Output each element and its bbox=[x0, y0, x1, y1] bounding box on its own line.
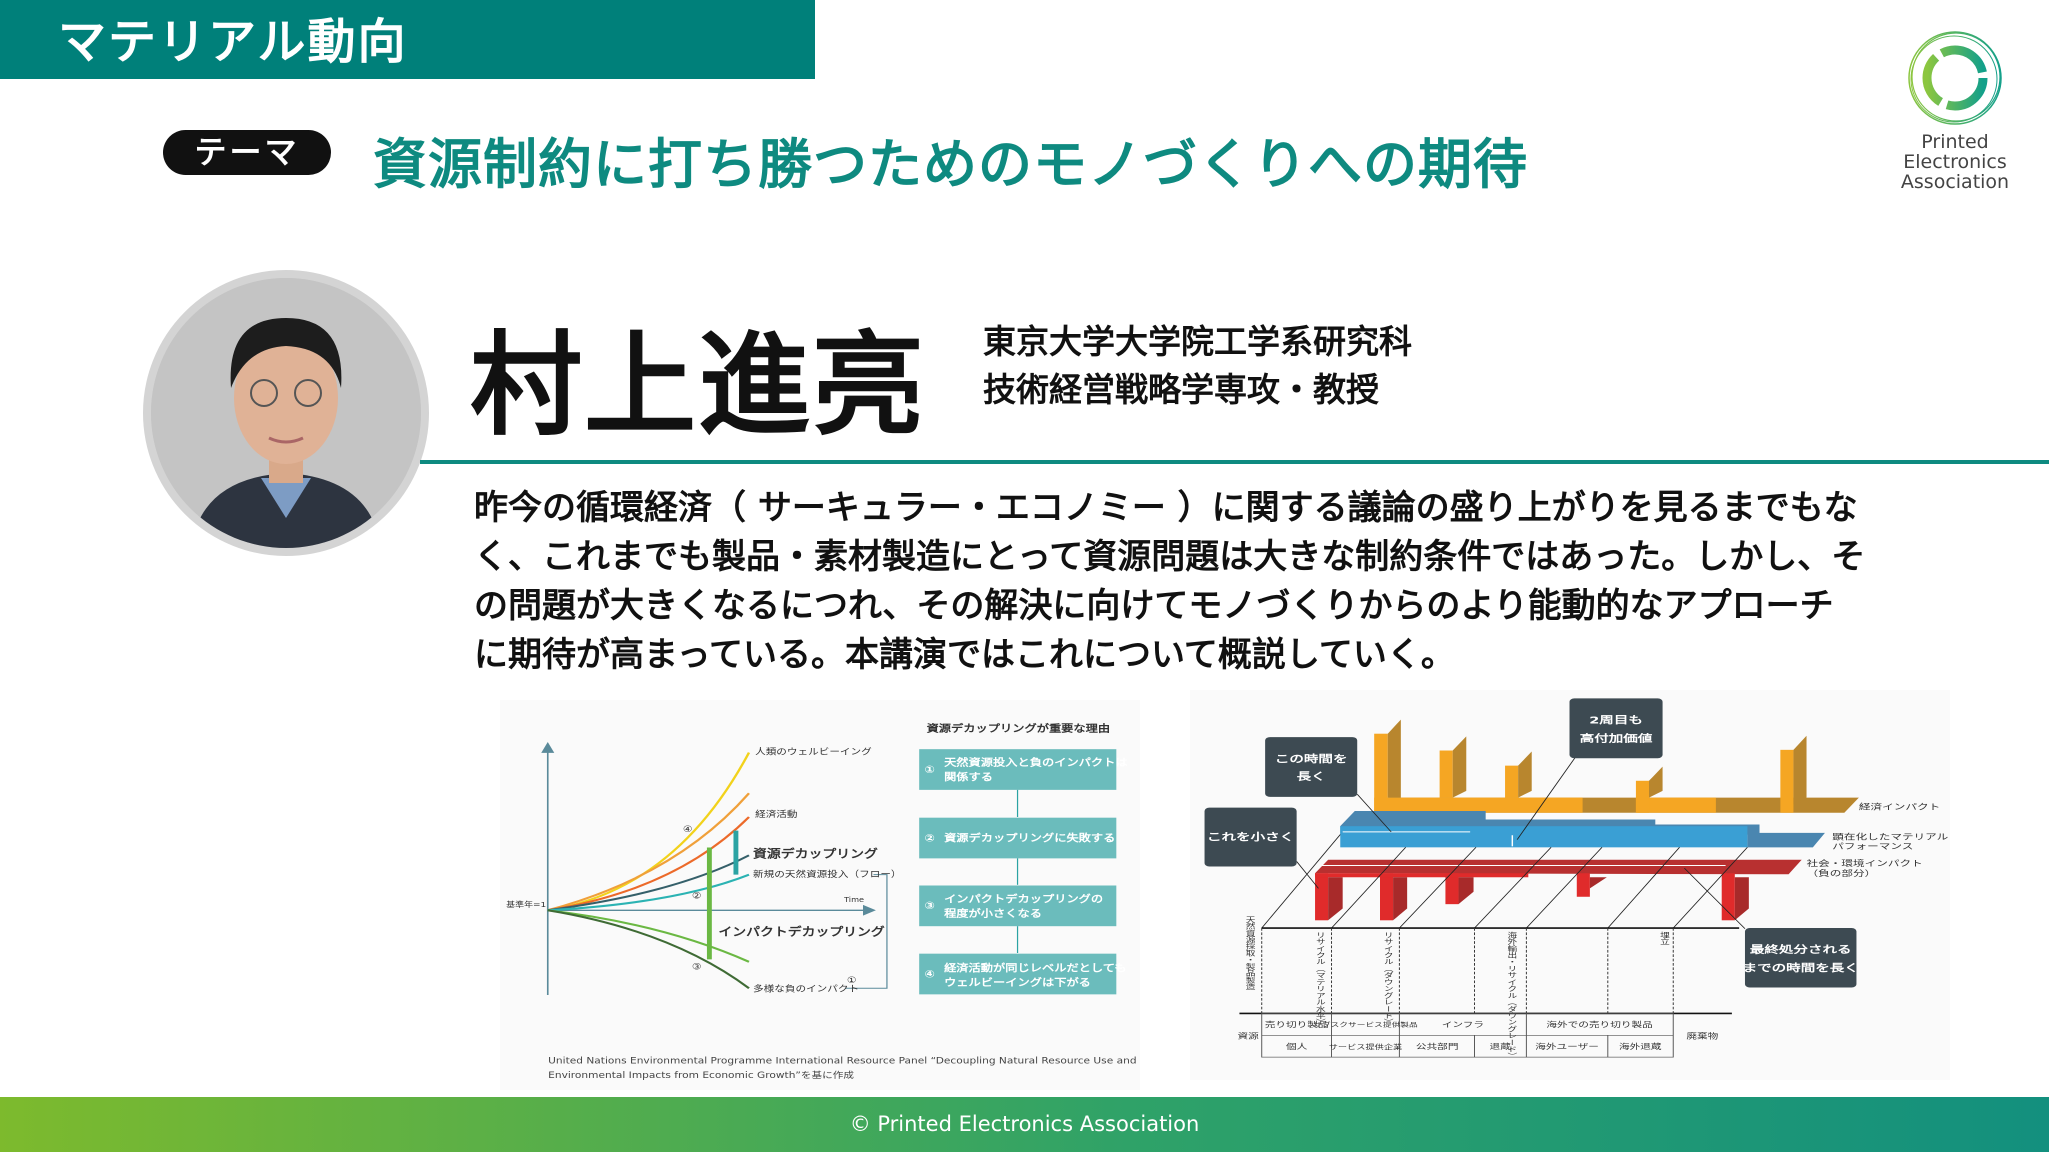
marker: ③ bbox=[692, 962, 702, 972]
callout-shorten bbox=[1265, 737, 1358, 797]
stage-label: 埋立 bbox=[1659, 931, 1671, 945]
source-caption: United Nations Environmental Programme I… bbox=[548, 1056, 1136, 1066]
abstract-line: く、これまでも製品・素材製造にとって資源問題は大きな制約条件ではあった。しかし、… bbox=[474, 537, 1866, 577]
table-cell: 個人 bbox=[1286, 1042, 1307, 1052]
reason-text: ウェルビーイングは下がる bbox=[944, 976, 1091, 989]
reason-text: 資源デカップリングに失敗する bbox=[944, 831, 1115, 844]
portrait-image bbox=[151, 278, 421, 548]
stage-label: 海外輸出・リサイクル（ダウングレード） bbox=[1507, 931, 1519, 1059]
reason-text: 程度が小さくなる bbox=[944, 907, 1042, 920]
resource-curve bbox=[547, 854, 750, 912]
footer: © Printed Electronics Association bbox=[0, 1097, 2049, 1152]
table-cell: 退蔵 bbox=[1490, 1042, 1511, 1052]
section-title: マテリアル動向 bbox=[58, 14, 408, 70]
label-baseline: 基準年=1 bbox=[506, 900, 546, 909]
table-cell: 公共部門 bbox=[1416, 1042, 1459, 1052]
stage-label: リサイクル（マテリアル水平） bbox=[1315, 931, 1327, 1025]
theme-title: 資源制約に打ち勝つためのモノづくりへの期待 bbox=[373, 133, 1528, 196]
logo-line: Association bbox=[1900, 171, 2010, 193]
abstract: 昨今の循環経済（ サーキュラー・エコノミー ）に関する議論の盛り上がりを見るまで… bbox=[474, 484, 1865, 680]
economic-impact-layer bbox=[1374, 719, 1859, 813]
label-impact-decoupling: インパクトデカップリング bbox=[718, 925, 885, 939]
callout-second-cycle bbox=[1569, 698, 1663, 759]
social-impact-layer bbox=[1315, 859, 1802, 921]
speaker-photo bbox=[143, 270, 429, 556]
economy-curve bbox=[547, 816, 750, 912]
speaker-name: 村上進亮 bbox=[470, 321, 926, 451]
label-wellbeing: 人類のウェルビーイング bbox=[755, 745, 872, 757]
label-economy: 経済活動 bbox=[755, 808, 798, 820]
logo-line: Electronics bbox=[1903, 151, 2007, 173]
label-time: Time bbox=[843, 896, 864, 904]
label-social: （負の部分） bbox=[1807, 868, 1877, 878]
table-cell: インフラ bbox=[1442, 1021, 1484, 1030]
callout-reduce bbox=[1204, 807, 1297, 867]
reason-box bbox=[919, 817, 1117, 859]
copyright: © Printed Electronics Association bbox=[849, 1112, 1200, 1136]
callout-text: までの時間を長く bbox=[1743, 962, 1859, 974]
negative-impact-curve bbox=[547, 909, 750, 990]
new-input-curve bbox=[547, 873, 750, 912]
label-social: 社会・環境インパクト bbox=[1807, 858, 1923, 868]
callout-text: 高付加価値 bbox=[1580, 732, 1653, 744]
callout-text: この時間を bbox=[1275, 753, 1348, 765]
reason-box bbox=[919, 885, 1117, 927]
source-caption: Environmental Impacts from Economic Grow… bbox=[548, 1069, 854, 1081]
theme-badge: テーマ bbox=[163, 130, 331, 175]
abstract-line: の問題が大きくなるにつれ、その解決に向けてモノづくりからのより能動的なアプローチ bbox=[474, 586, 1834, 626]
table-cell: サービス提供企業 bbox=[1329, 1043, 1403, 1051]
table-left-label: 資源 bbox=[1238, 1031, 1259, 1041]
reason-number: ③ bbox=[924, 900, 934, 912]
stage-label: リサイクル（ダウングレード） bbox=[1383, 931, 1395, 1025]
label-economic-impact: 経済インパクト bbox=[1859, 801, 1940, 811]
table-cell: サブスクサービス提供製品 bbox=[1313, 1021, 1418, 1029]
material-performance-layer bbox=[1340, 811, 1825, 848]
speaker-affiliation: 東京大学大学院工学系研究科 技術経営戦略学専攻・教授 bbox=[983, 318, 1412, 414]
logo-line: Printed bbox=[1921, 131, 1989, 153]
table-right-label: 廃棄物 bbox=[1686, 1031, 1718, 1041]
affiliation-line: 技術経営戦略学専攻・教授 bbox=[983, 370, 1379, 409]
abstract-line: に期待が高まっている。本講演ではこれについて概説していく。 bbox=[474, 635, 1455, 675]
label-material: パフォーマンス bbox=[1832, 842, 1913, 852]
affiliation-line: 東京大学大学院工学系研究科 bbox=[983, 322, 1412, 361]
reason-text: 関係する bbox=[944, 771, 993, 784]
reason-box bbox=[919, 953, 1117, 995]
reasons-title: 資源デカップリングが重要な理由 bbox=[927, 722, 1111, 735]
table-cell: 海外での売り切り製品 bbox=[1546, 1020, 1652, 1030]
pea-logo: Printed Electronics Association bbox=[1895, 28, 2015, 192]
callout-text: 2周目も bbox=[1589, 714, 1643, 726]
reason-number: ① bbox=[924, 764, 934, 776]
label-resource-decoupling: 資源デカップリング bbox=[753, 847, 878, 861]
callout-extend bbox=[1744, 928, 1857, 988]
label-new-input: 新規の天然資源投入（フロー） bbox=[753, 868, 901, 880]
connector-line bbox=[844, 874, 888, 989]
logo-ring-icon bbox=[1908, 31, 2002, 125]
reason-number: ② bbox=[924, 832, 934, 844]
abstract-line: 昨今の循環経済（ サーキュラー・エコノミー ）に関する議論の盛り上がりを見るまで… bbox=[474, 488, 1858, 528]
callout-text: これを小さく bbox=[1207, 831, 1294, 843]
reason-text: 経済活動が同じレベルだとしても bbox=[944, 961, 1127, 974]
callout-text: 最終処分される bbox=[1750, 944, 1852, 956]
label-negative-impact: 多様な負のインパクト bbox=[753, 983, 859, 995]
callout-text: 長く bbox=[1297, 770, 1326, 782]
reason-box bbox=[919, 749, 1117, 790]
label-material: 顕在化したマテリアル bbox=[1832, 832, 1948, 842]
marker: ① bbox=[847, 976, 857, 986]
economy-curve-upper bbox=[547, 792, 750, 912]
section-header: マテリアル動向 bbox=[0, 0, 815, 79]
divider bbox=[420, 460, 2049, 464]
wellbeing-curve bbox=[547, 752, 751, 912]
impact-curve bbox=[547, 909, 750, 963]
marker: ④ bbox=[683, 825, 693, 835]
reason-number: ④ bbox=[924, 968, 934, 980]
stage-label: 天然資源採取・製品製造 bbox=[1245, 916, 1257, 991]
marker: ② bbox=[692, 891, 702, 901]
reason-text: 天然資源投入と負のインパクトは bbox=[944, 756, 1128, 769]
table-cell: 海外退蔵 bbox=[1619, 1042, 1662, 1052]
reason-text: インパクトデカップリングの bbox=[944, 893, 1103, 906]
decoupling-diagram: 人類のウェルビーイング 経済活動 資源デカップリング 新規の天然資源投入（フロー… bbox=[500, 700, 1140, 1090]
table-cell: 海外ユーザー bbox=[1535, 1042, 1599, 1052]
table-cell: 売り切り製品 bbox=[1265, 1020, 1329, 1030]
